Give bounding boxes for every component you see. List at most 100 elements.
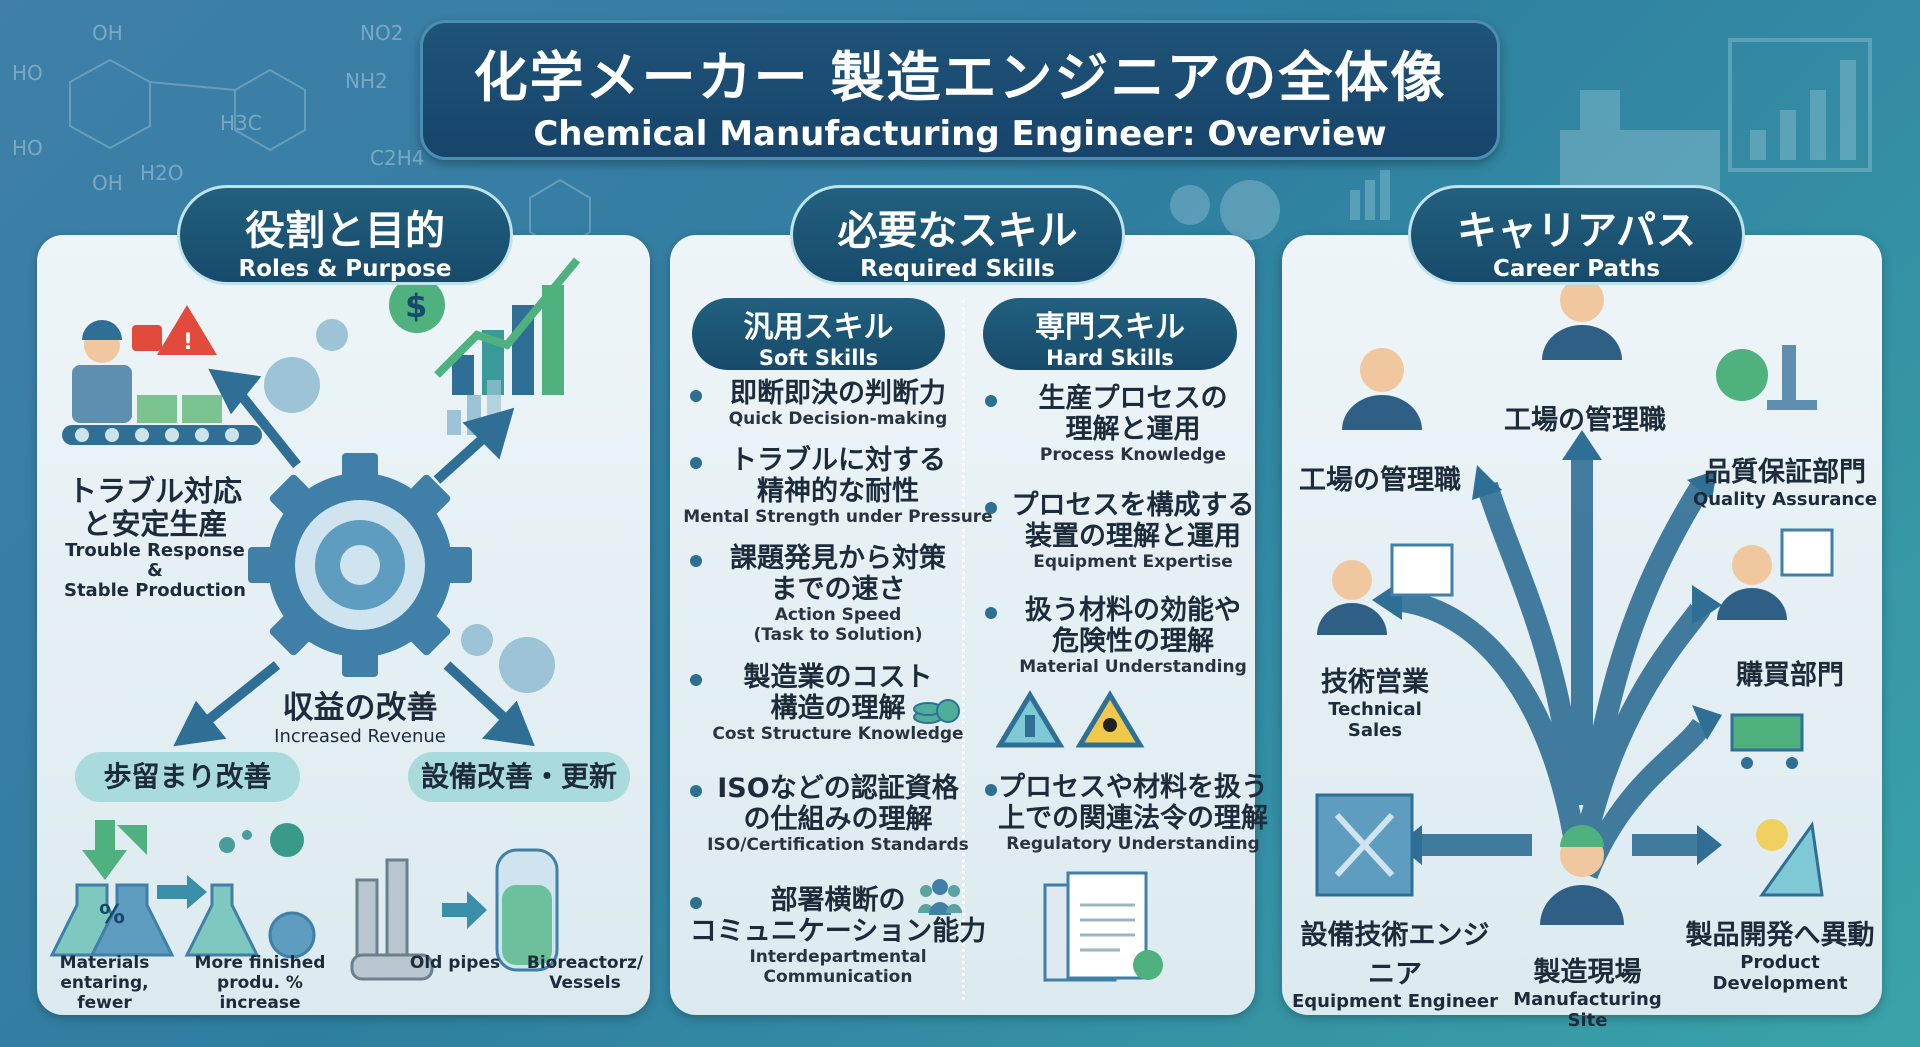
factory-manager-icon (1542, 278, 1622, 360)
reactor-caption: Bioreactorz/Vessels (526, 953, 644, 993)
skill-jp: プロセスを構成する 装置の理解と運用 (1011, 490, 1255, 552)
quality-badge-icon (1716, 345, 1817, 410)
blueprint-tools-icon (1315, 793, 1414, 897)
roles-header: 役割と目的 Roles & Purpose (177, 185, 513, 285)
revenue-chart-icon: $ (389, 257, 581, 435)
title-banner: 化学メーカー 製造エンジニアの全体像 Chemical Manufacturin… (420, 20, 1500, 160)
pipes-caption: Old pipes (409, 953, 501, 973)
bullet-icon (690, 897, 702, 909)
flask-percent-icon: % (49, 820, 316, 959)
svg-text:H3C: H3C (220, 111, 262, 135)
svg-text:HO: HO (12, 61, 43, 85)
team-icon (918, 879, 962, 915)
bullet-icon (985, 607, 997, 619)
skill-jp: 課題発見から対策 までの速さ (730, 543, 946, 605)
skill-jp: 生産プロセスの 理解と運用 (1038, 383, 1228, 445)
skill-en: Quick Decision-making (728, 409, 948, 429)
svg-text:OH: OH (92, 21, 123, 45)
roles-subtitle: Roles & Purpose (238, 256, 452, 282)
equipment-update-pill: 設備改善・更新 (408, 752, 630, 802)
skill-en: Cost Structure Knowledge (712, 724, 964, 744)
site-worker-icon (1540, 825, 1624, 925)
gear-decoration-icon (264, 319, 555, 693)
hazard-flask-icon (995, 690, 1065, 748)
bullet-icon (690, 785, 702, 797)
page-title: 化学メーカー 製造エンジニアの全体像 (473, 46, 1447, 109)
bullet-icon (985, 395, 997, 407)
skill-en: Regulatory Understanding (1006, 834, 1260, 854)
career-tree-diagram (1315, 278, 1834, 925)
svg-text:H2O: H2O (140, 161, 184, 185)
svg-text:!: ! (183, 330, 193, 355)
bullet-icon (690, 674, 702, 686)
pipes-icon (350, 848, 559, 981)
coins-icon (913, 699, 960, 724)
skill-en: ISO/Certification Standards (707, 835, 969, 855)
skill-en: Action Speed (Task to Solution) (753, 605, 923, 645)
bullet-icon (985, 502, 997, 514)
document-check-icon (1043, 871, 1163, 982)
bullet-icon (690, 390, 702, 402)
roles-title: 役割と目的 (245, 208, 445, 254)
svg-text:C2H4: C2H4 (370, 146, 424, 170)
manager-person-icon (1342, 348, 1422, 430)
skills-subtitle: Required Skills (860, 256, 1055, 282)
skills-divider (962, 300, 965, 1000)
toxic-warning-icon (1075, 690, 1145, 748)
sales-person-icon (1317, 543, 1454, 635)
skill-en: Process Knowledge (1039, 445, 1227, 465)
bullet-icon (690, 457, 702, 469)
skill-jp: ISOなどの認証資格 の仕組みの理解 (717, 773, 959, 835)
purchasing-person-icon (1717, 528, 1834, 620)
bullet-icon (690, 555, 702, 567)
skills-title: 必要なスキル (837, 208, 1078, 254)
skill-jp: プロセスや材料を扱う 上での関連法令の理解 (998, 772, 1268, 834)
skill-jp: トラブルに対する 精神的な耐性 (730, 445, 946, 507)
skills-illustrations (913, 690, 1163, 982)
svg-text:NH2: NH2 (345, 69, 388, 93)
flow-arrows-icon (173, 368, 535, 747)
svg-text:HO: HO (12, 136, 43, 160)
bullet-icon (985, 784, 997, 796)
svg-text:%: % (99, 900, 125, 930)
skill-en: Interdepartmental Communication (749, 947, 927, 987)
page-subtitle: Chemical Manufacturing Engineer: Overvie… (533, 114, 1387, 154)
skill-en: Mental Strength under Pressure (683, 507, 993, 527)
svg-text:NO2: NO2 (360, 21, 403, 45)
lightbulb-flask-icon (1756, 819, 1824, 897)
trouble-response-label: トラブル対応と安定生産 Trouble Response &Stable Pro… (63, 474, 246, 601)
career-title: キャリアパス (1456, 208, 1697, 254)
svg-text:$: $ (405, 287, 427, 325)
roles-illustration: ! $ % (49, 257, 581, 981)
skill-en: Equipment Expertise (1033, 552, 1233, 572)
skill-jp: 部署横断の コミュニケーション能力 (689, 885, 987, 947)
skill-jp: 扱う材料の効能や 危険性の理解 (1025, 595, 1241, 657)
svg-text:OH: OH (92, 171, 123, 195)
career-header: キャリアパス Career Paths (1408, 185, 1745, 285)
career-purchasing: 購買部門 (1736, 660, 1844, 691)
shopping-cart-icon (1730, 713, 1804, 769)
skills-header: 必要なスキル Required Skills (790, 185, 1125, 285)
career-factory-management-top: 工場の管理職 (1504, 405, 1666, 436)
career-subtitle: Career Paths (1492, 256, 1661, 282)
career-factory-management: 工場の管理職 (1299, 465, 1461, 496)
